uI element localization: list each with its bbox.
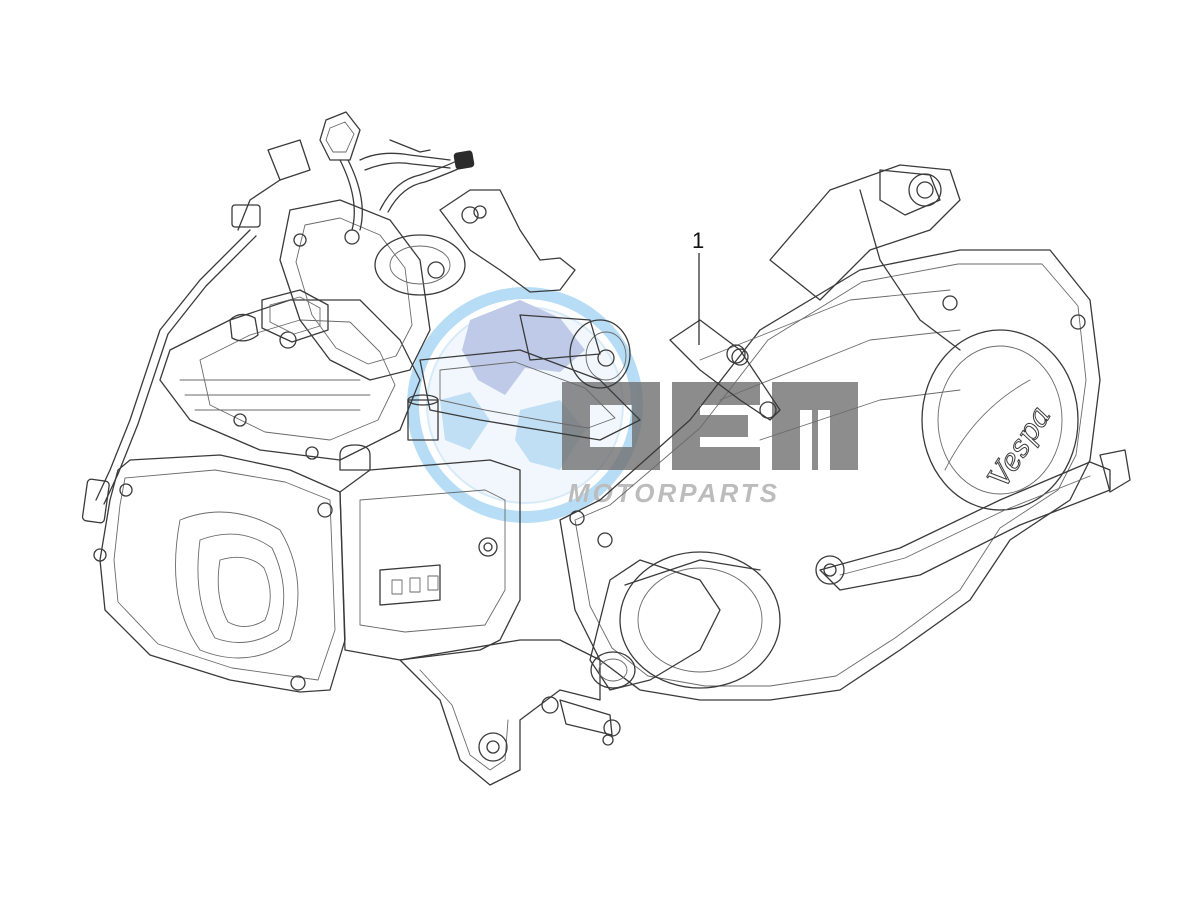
watermark-oem (562, 382, 858, 470)
watermark-subtext: MOTORPARTS (568, 478, 780, 508)
callout-1-number: 1 (692, 228, 705, 253)
